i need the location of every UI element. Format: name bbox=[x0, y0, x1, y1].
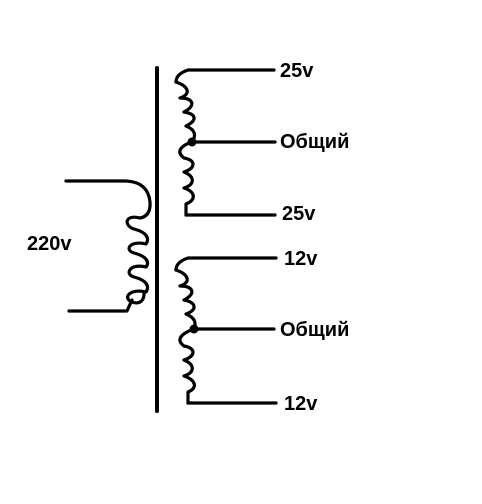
secondary-1-top-lead bbox=[174, 68, 276, 84]
secondary-2-top-voltage-label: 12v bbox=[284, 248, 318, 270]
secondary-1-center-tap-label: Общий bbox=[280, 131, 350, 153]
secondary-1-bottom-voltage-label: 25v bbox=[282, 203, 316, 225]
secondary-1-upper-coil bbox=[174, 80, 197, 144]
primary-voltage-label: 220v bbox=[27, 233, 72, 255]
primary-bottom-lead bbox=[67, 298, 134, 313]
secondary-1-center-tap-node bbox=[187, 137, 197, 147]
secondary-1-top-voltage-label: 25v bbox=[280, 60, 314, 82]
primary-coil bbox=[125, 215, 150, 305]
secondary-2-upper-coil bbox=[174, 268, 197, 331]
secondary-2-lower-coil bbox=[178, 327, 196, 405]
secondary-2-top-lead bbox=[174, 256, 278, 272]
primary-top-lead bbox=[64, 179, 152, 220]
secondary-2-center-tap-node bbox=[189, 324, 199, 334]
secondary-winding-1 bbox=[174, 68, 277, 217]
secondary-2-bottom-voltage-label: 12v bbox=[284, 393, 318, 415]
secondary-2-center-tap-label: Общий bbox=[280, 319, 350, 341]
secondary-winding-2 bbox=[174, 256, 278, 405]
secondary-1-lower-coil bbox=[178, 140, 195, 217]
primary-winding bbox=[64, 179, 152, 313]
